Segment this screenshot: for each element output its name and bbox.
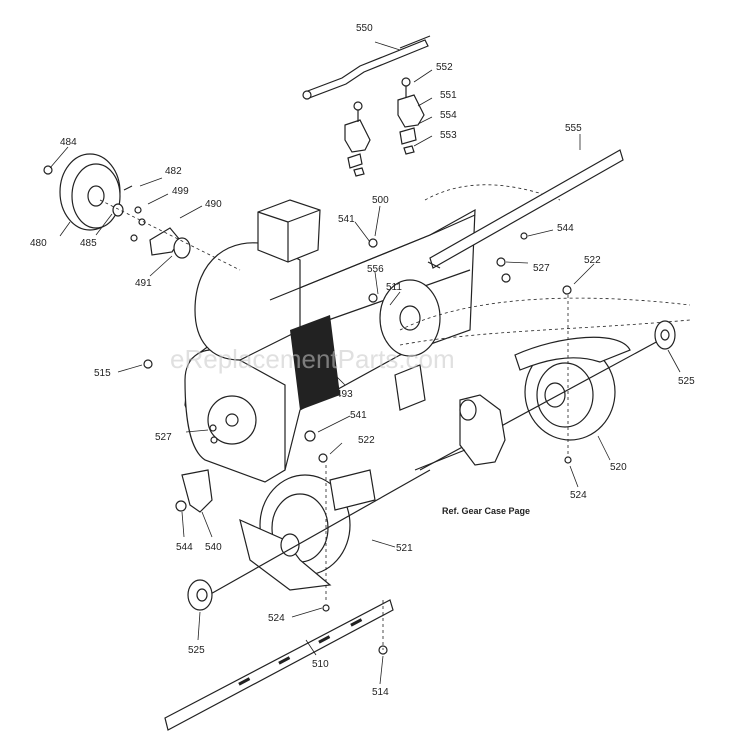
hardware-drawing	[143, 232, 572, 655]
callout-511: 511	[386, 282, 402, 293]
callout-525-right: 525	[678, 376, 695, 387]
callout-484: 484	[60, 137, 77, 148]
callout-524-right: 524	[570, 490, 587, 501]
watermark-text: eReplacementParts.com	[170, 344, 455, 374]
callout-521: 521	[396, 543, 413, 554]
callout-541-top: 541	[338, 214, 355, 225]
callout-482: 482	[165, 166, 182, 177]
drift-brackets-drawing	[344, 77, 425, 177]
right-auger-drawing	[419, 336, 661, 471]
callout-514: 514	[372, 687, 389, 698]
callout-527-left: 527	[155, 432, 172, 443]
callout-527-right: 527	[533, 263, 550, 274]
callout-544-left: 544	[176, 542, 193, 553]
callout-550: 550	[356, 23, 373, 34]
callout-500: 500	[372, 195, 389, 206]
bearing-housing-left-drawing	[187, 579, 213, 611]
callout-525-left: 525	[188, 645, 205, 656]
callout-540: 540	[205, 542, 222, 553]
callout-551: 551	[440, 90, 457, 101]
callout-490: 490	[205, 199, 222, 210]
callout-555: 555	[565, 123, 582, 134]
shave-plate-bar-drawing	[427, 149, 624, 269]
callout-labels: 550 552 551 554 553 555 484 482 499 490 …	[30, 23, 695, 698]
callout-522-top: 522	[584, 255, 601, 266]
drift-cutter-drawing	[302, 35, 431, 100]
callout-541-mid: 541	[350, 410, 367, 421]
callout-491: 491	[135, 278, 152, 289]
callout-522-mid: 522	[358, 435, 375, 446]
callout-544-top: 544	[557, 223, 574, 234]
callout-510: 510	[312, 659, 329, 670]
skid-shoe-drawing	[175, 469, 213, 513]
callout-520: 520	[610, 462, 627, 473]
callout-524-left: 524	[268, 613, 285, 624]
bearing-housing-right-drawing	[654, 320, 676, 350]
leader-lines	[49, 41, 681, 685]
scraper-bar-drawing	[164, 599, 394, 731]
callout-493: 493	[336, 389, 353, 400]
callout-552: 552	[436, 62, 453, 73]
callout-480: 480	[30, 238, 47, 249]
gear-case-drawing	[394, 364, 506, 471]
callout-556: 556	[367, 264, 384, 275]
left-auger-drawing	[199, 469, 431, 601]
gear-case-reference-note: Ref. Gear Case Page	[442, 506, 530, 516]
pulley-assembly-drawing	[43, 153, 241, 271]
callout-553: 553	[440, 130, 457, 141]
callout-515: 515	[94, 368, 111, 379]
callout-554: 554	[440, 110, 457, 121]
auger-housing-drawing	[184, 184, 691, 483]
callout-499: 499	[172, 186, 189, 197]
callout-485: 485	[80, 238, 97, 249]
